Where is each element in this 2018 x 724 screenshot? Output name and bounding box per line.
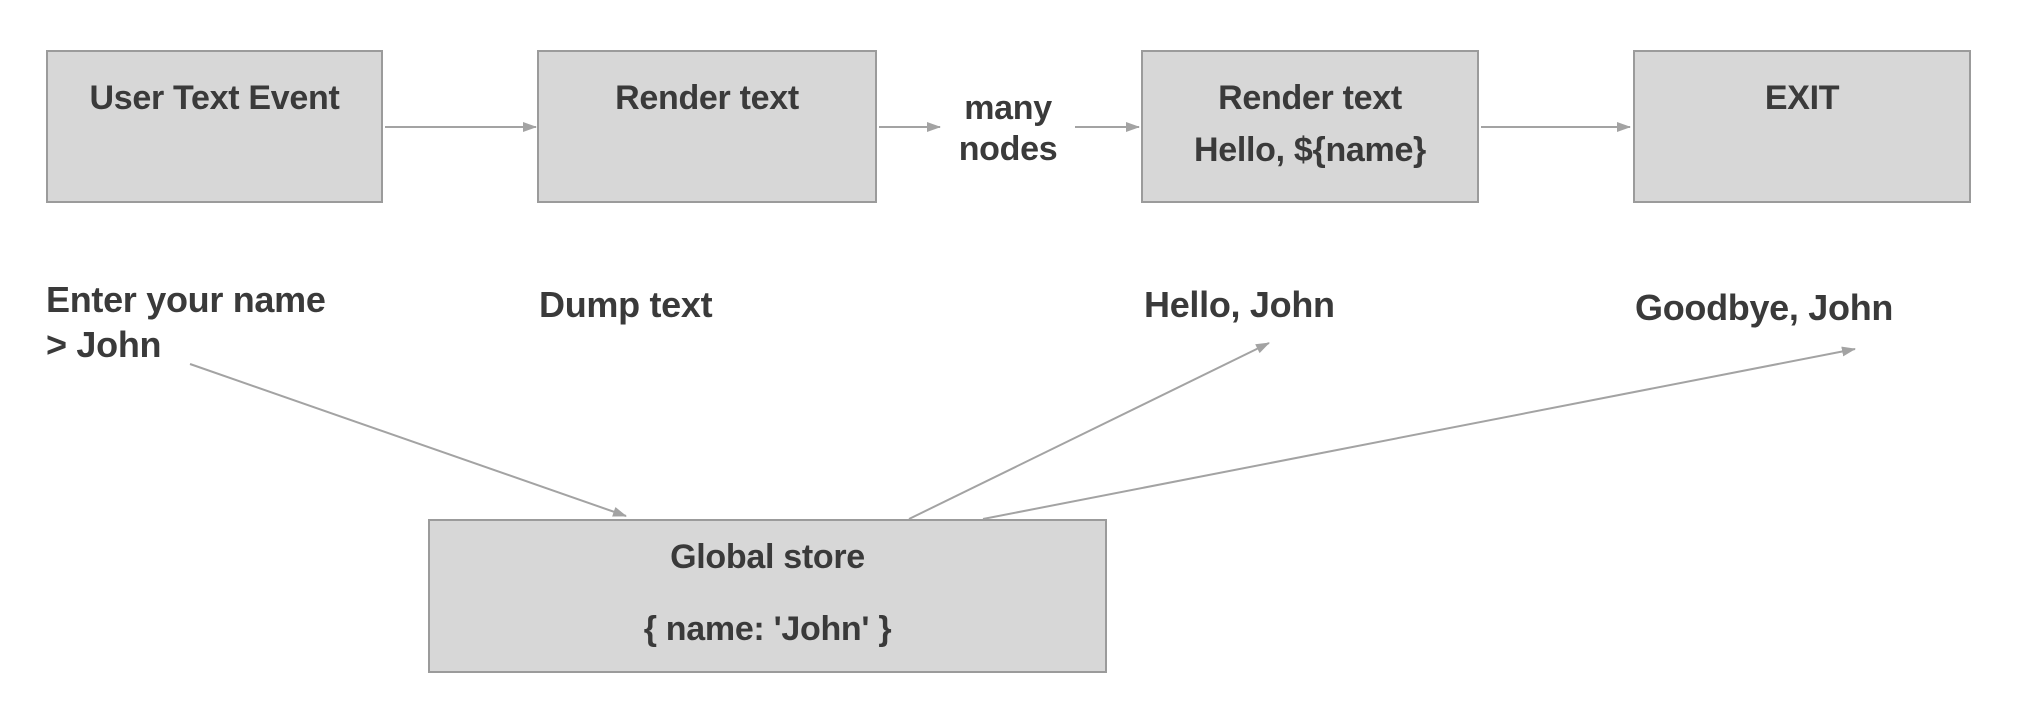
arrow-john-input-to-store: [189, 363, 627, 517]
node-render-text-hello: Render text Hello, ${name}: [1141, 50, 1479, 203]
arrow-store-to-goodbye-john: [982, 346, 1856, 520]
annotation-line: Goodbye, John: [1635, 287, 1894, 328]
annotation-line: Dump text: [539, 284, 713, 325]
node-render-text: Render text: [537, 50, 877, 203]
node-label: EXIT: [1764, 79, 1840, 117]
node-label: Hello, ${name}: [1193, 131, 1426, 169]
node-label: Render text: [1218, 79, 1402, 117]
annotation-line: Enter your name: [46, 279, 326, 320]
node-global-store: Global store { name: 'John' }: [428, 519, 1107, 673]
annotation-line: Hello, John: [1144, 284, 1335, 325]
annotation-goodbye-john: Goodbye, John: [1635, 285, 1893, 330]
arrow-store-to-hello-john: [908, 342, 1270, 520]
node-exit: EXIT: [1633, 50, 1971, 203]
edge-label-many-nodes: many nodes: [938, 88, 1078, 170]
edge-label-line: nodes: [958, 130, 1058, 168]
node-label: User Text Event: [89, 79, 340, 117]
store-content: { name: 'John' }: [643, 610, 892, 648]
annotation-dump-text: Dump text: [539, 282, 713, 327]
node-user-text-event: User Text Event: [46, 50, 383, 203]
annotation-hello-john: Hello, John: [1144, 282, 1335, 327]
store-title: Global store: [670, 538, 865, 576]
node-label: Render text: [615, 79, 799, 117]
annotation-enter-name: Enter your name > John: [46, 277, 326, 367]
annotation-line: > John: [46, 324, 162, 365]
edge-label-line: many: [964, 89, 1052, 127]
